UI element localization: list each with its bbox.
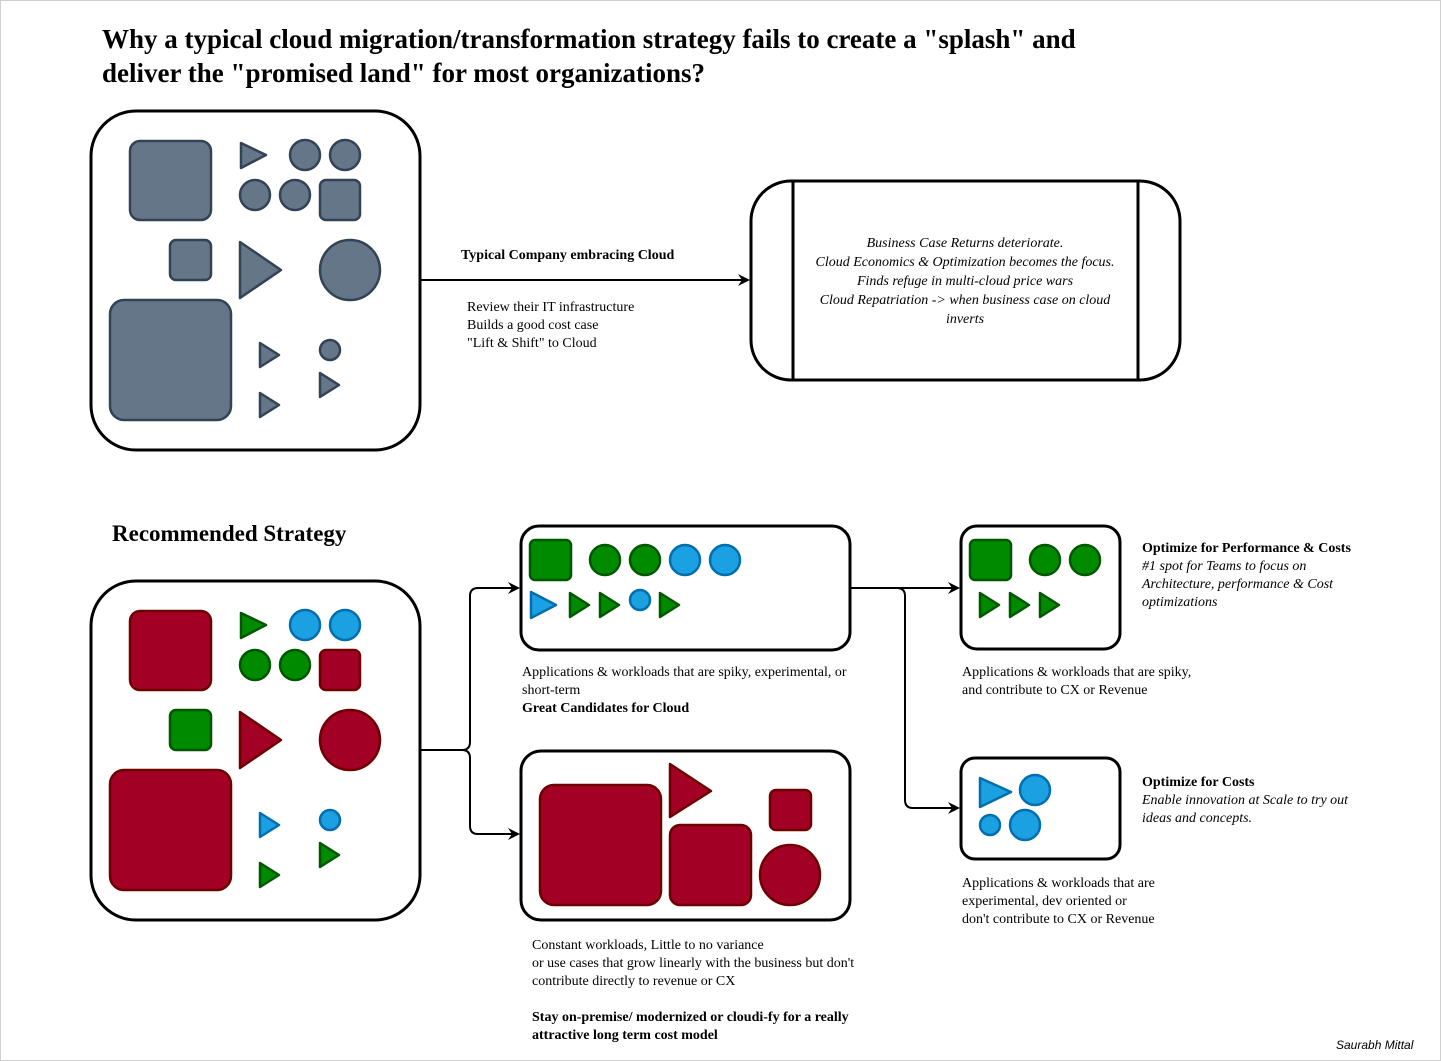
legacy-triangle-shape	[238, 240, 283, 300]
connector-to-onprem	[420, 749, 520, 840]
outcome-line: Cloud Repatriation -> when business case…	[819, 293, 1111, 308]
perf-workloads	[968, 538, 1102, 619]
onprem-square-shape	[128, 609, 213, 692]
perf-heading: Optimize for Performance & Costs	[1142, 541, 1351, 556]
onprem-text: Constant workloads, Little to no varianc…	[532, 937, 912, 1045]
perf-desc-line: Applications & workloads that are spiky,	[962, 665, 1192, 680]
connector-to-cloud-candidates	[420, 582, 520, 751]
onprem-square-shape	[108, 768, 233, 892]
costs-heading: Optimize for Costs	[1142, 775, 1255, 790]
legacy-triangle-shape	[258, 341, 281, 369]
outcome-line: Cloud Economics & Optimization becomes t…	[815, 255, 1115, 270]
typical-step: Builds a good cost case	[467, 318, 599, 333]
onprem-spacer	[532, 991, 912, 1009]
perf-note-line: optimizations	[1142, 595, 1218, 610]
perf-desc-line: and contribute to CX or Revenue	[962, 683, 1148, 698]
onprem-verdict: Stay on-premise/ modernized or cloudi-fy…	[532, 1010, 849, 1025]
legacy-square-shape	[168, 238, 213, 282]
cloud-candidates-verdict: Great Candidates for Cloud	[522, 701, 690, 716]
outcome-line: Business Case Returns deteriorate.	[866, 236, 1064, 251]
perf-note-line: Architecture, performance & Cost	[1142, 577, 1334, 592]
costs-note: Optimize for Costs Enable innovation at …	[1142, 774, 1422, 828]
title-line-2: deliver the "promised land" for most org…	[102, 58, 705, 88]
onprem-desc: Constant workloads, Little to no varianc…	[532, 938, 764, 953]
outcome-line: inverts	[945, 312, 985, 327]
legacy-triangle-shape	[239, 141, 268, 170]
title-line-1: Why a typical cloud migration/transforma…	[102, 24, 1076, 54]
author-credit: Saurabh Mittal	[1336, 1038, 1414, 1052]
costs-desc-line: don't contribute to CX or Revenue	[962, 912, 1155, 927]
perf-triangle-shape	[318, 841, 341, 869]
legacy-workloads	[108, 138, 382, 422]
recommended-heading: Recommended Strategy	[112, 521, 347, 546]
perf-note: Optimize for Performance & Costs #1 spot…	[1142, 540, 1422, 612]
typical-arrow-label: Typical Company embracing Cloud	[461, 248, 675, 263]
legacy-circle-shape	[288, 138, 322, 172]
legacy-square-shape	[318, 178, 362, 222]
perf-triangle-shape	[258, 861, 281, 889]
typical-step: "Lift & Shift" to Cloud	[467, 336, 597, 351]
perf-circle-shape	[278, 648, 312, 682]
outcome-box	[749, 179, 1182, 382]
onprem-square-shape	[318, 648, 362, 692]
cloud-candidates-desc: Applications & workloads that are spiky,…	[522, 665, 847, 680]
connector-to-costs	[850, 587, 960, 814]
outcome-text: Business Case Returns deteriorate. Cloud…	[790, 234, 1140, 329]
costs-desc-line: experimental, dev oriented or	[962, 894, 1127, 909]
cloud-candidates-desc: short-term	[522, 683, 581, 698]
typical-step: Review their IT infrastructure	[467, 300, 635, 315]
legacy-triangle-shape	[318, 371, 341, 399]
onprem-workloads	[538, 762, 822, 907]
perf-note-line: #1 spot for Teams to focus on	[1142, 559, 1307, 574]
cost-workloads	[978, 773, 1052, 842]
outcome-line: Finds refuge in multi-cloud price wars	[856, 274, 1074, 289]
onprem-circle-shape	[318, 708, 382, 772]
legacy-circle-shape	[278, 178, 312, 212]
legacy-circle-shape	[318, 238, 382, 302]
page-title: Why a typical cloud migration/transforma…	[102, 22, 1182, 90]
legacy-circle-shape	[328, 138, 362, 172]
perf-desc: Applications & workloads that are spiky,…	[962, 664, 1262, 700]
legacy-circle-shape	[238, 178, 272, 212]
costs-note-line: ideas and concepts.	[1142, 811, 1253, 826]
onprem-desc: contribute directly to revenue or CX	[532, 974, 736, 989]
legacy-square-shape	[128, 139, 213, 222]
costs-note-line: Enable innovation at Scale to try out	[1142, 793, 1349, 808]
cost-circle-shape	[288, 608, 322, 642]
perf-square-shape	[168, 708, 213, 752]
cloud-candidates-text: Applications & workloads that are spiky,…	[522, 664, 892, 718]
classified-workloads	[108, 608, 382, 892]
onprem-desc: or use cases that grow linearly with the…	[532, 956, 855, 971]
legacy-square-shape	[108, 298, 233, 422]
onprem-triangle-shape	[238, 710, 283, 770]
costs-desc-line: Applications & workloads that are	[962, 876, 1155, 891]
cost-circle-shape	[328, 608, 362, 642]
onprem-verdict: attractive long term cost model	[532, 1028, 718, 1043]
legacy-triangle-shape	[258, 391, 281, 419]
costs-box	[959, 756, 1122, 861]
cost-triangle-shape	[258, 811, 281, 839]
cost-circle-shape	[318, 808, 342, 832]
perf-circle-shape	[238, 648, 272, 682]
costs-desc: Applications & workloads that are experi…	[962, 875, 1262, 929]
typical-steps: Review their IT infrastructure Builds a …	[467, 299, 634, 353]
legacy-circle-shape	[318, 338, 342, 362]
cloud-candidate-workloads	[528, 538, 742, 620]
perf-triangle-shape	[239, 611, 268, 640]
